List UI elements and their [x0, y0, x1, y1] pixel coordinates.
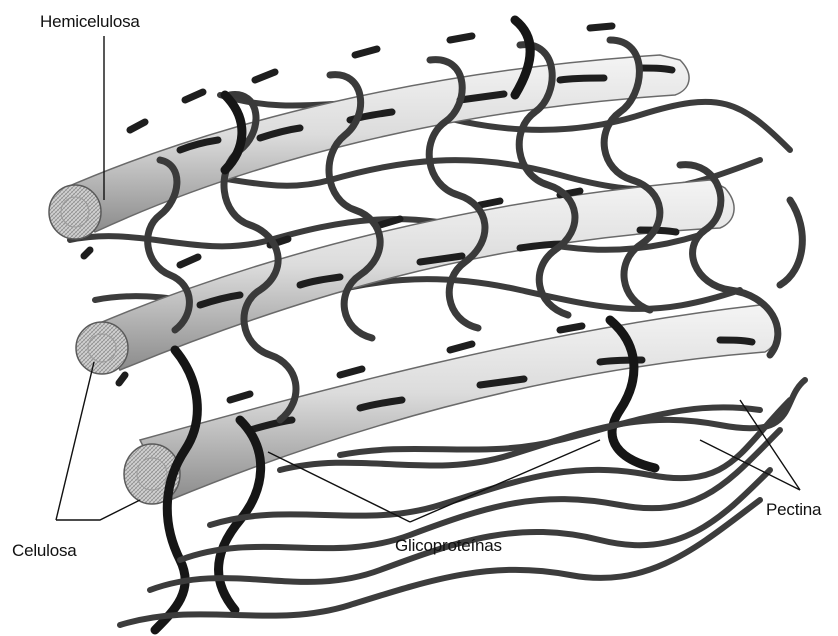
- label-celulosa: Celulosa: [12, 541, 77, 561]
- celulosa-leader-b: [56, 500, 140, 520]
- label-glicoproteinas: Glicoproteínas: [395, 536, 502, 556]
- celulosa-leader-a: [56, 362, 94, 520]
- cellulose-end-top: [49, 185, 101, 239]
- glicoproteinas-leader-b: [410, 440, 600, 522]
- label-pectina: Pectina: [766, 500, 821, 520]
- label-hemicelulosa: Hemicelulosa: [40, 12, 140, 32]
- cellulose-fiber-bottom: [124, 305, 778, 504]
- cellulose-end-middle: [76, 322, 128, 374]
